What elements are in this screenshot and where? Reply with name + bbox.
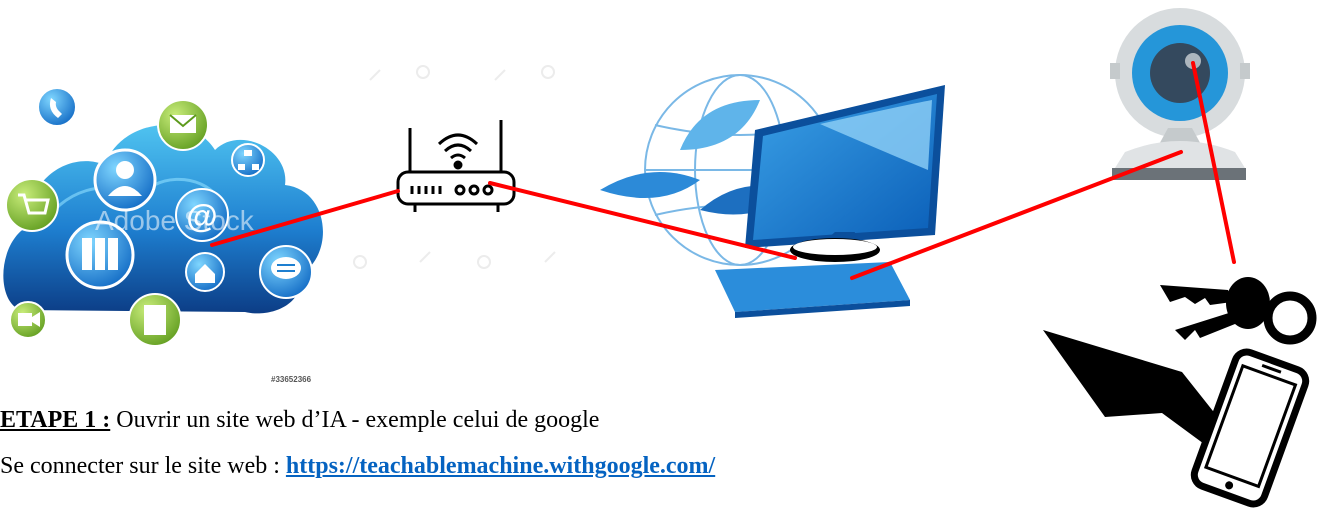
link-webcam-objects (1191, 61, 1236, 264)
router-icon (396, 120, 516, 212)
connect-instruction: Se connecter sur le site web : https://t… (0, 453, 715, 480)
watermark-pattern (353, 65, 556, 269)
cart-icon (5, 178, 59, 232)
connect-text: Se connecter sur le site web : (0, 453, 286, 479)
svg-text:@: @ (186, 198, 217, 234)
step-text: Ouvrir un site web d’IA - exemple celui … (110, 407, 600, 433)
smartphone-icon (1190, 348, 1310, 508)
step-label: ETAPE 1 : (0, 407, 111, 433)
webcam-icon (1110, 8, 1250, 180)
keys-icon (1160, 277, 1317, 345)
link-router-computer (488, 181, 797, 260)
link-cloud-router (210, 189, 400, 247)
step-1-line: ETAPE 1 : Ouvrir un site web d’IA - exem… (0, 407, 599, 434)
connection-lines (210, 61, 1236, 280)
sitemap-icon (231, 143, 265, 177)
stock-image-id: #33652366 (271, 375, 312, 384)
cloud-network-icon: @ Adobe Stock (3, 87, 323, 347)
stock-watermark: Adobe Stock (95, 205, 255, 236)
link-computer-webcam (850, 150, 1183, 280)
phone-icon (37, 87, 77, 127)
computer-icon (600, 74, 945, 318)
keys-umbrella-phone-icon (1043, 277, 1317, 508)
at-sign-icon (175, 188, 229, 242)
teachable-machine-link[interactable]: https://teachablemachine.withgoogle.com/ (285, 453, 716, 479)
user-icon (93, 148, 157, 212)
